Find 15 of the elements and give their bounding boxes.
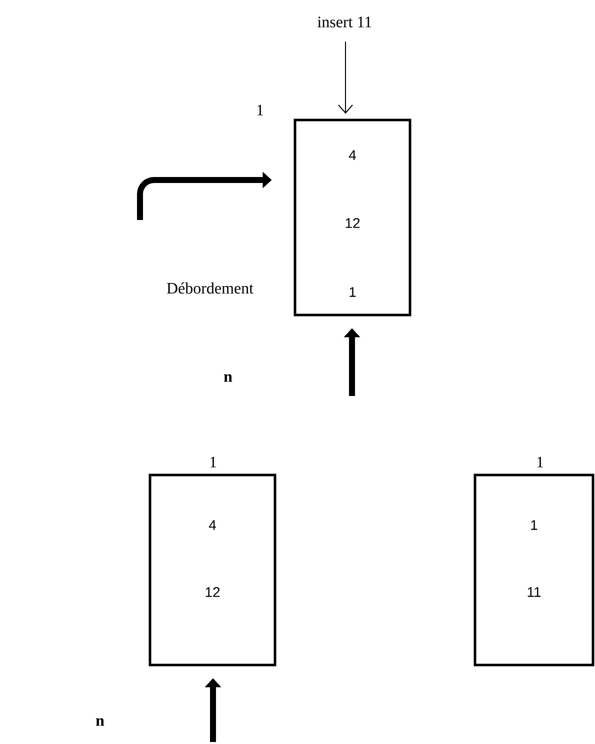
- box-label: 1: [257, 104, 264, 116]
- box-label: 1: [537, 456, 544, 468]
- box-value: 4: [348, 150, 356, 160]
- box-value: 1: [531, 520, 538, 530]
- arrow: [338, 41, 353, 114]
- variable-label: n: [96, 718, 104, 726]
- note-text: Débordement: [166, 282, 254, 294]
- box-value: 12: [206, 587, 220, 597]
- box-value: 12: [346, 218, 360, 228]
- box-value: 11: [528, 587, 541, 597]
- variable-label: n: [224, 374, 232, 382]
- box-value: 4: [208, 520, 216, 530]
- box-value: 1: [350, 287, 356, 297]
- command-text: insert 11: [318, 16, 372, 28]
- box-label: 1: [210, 456, 216, 468]
